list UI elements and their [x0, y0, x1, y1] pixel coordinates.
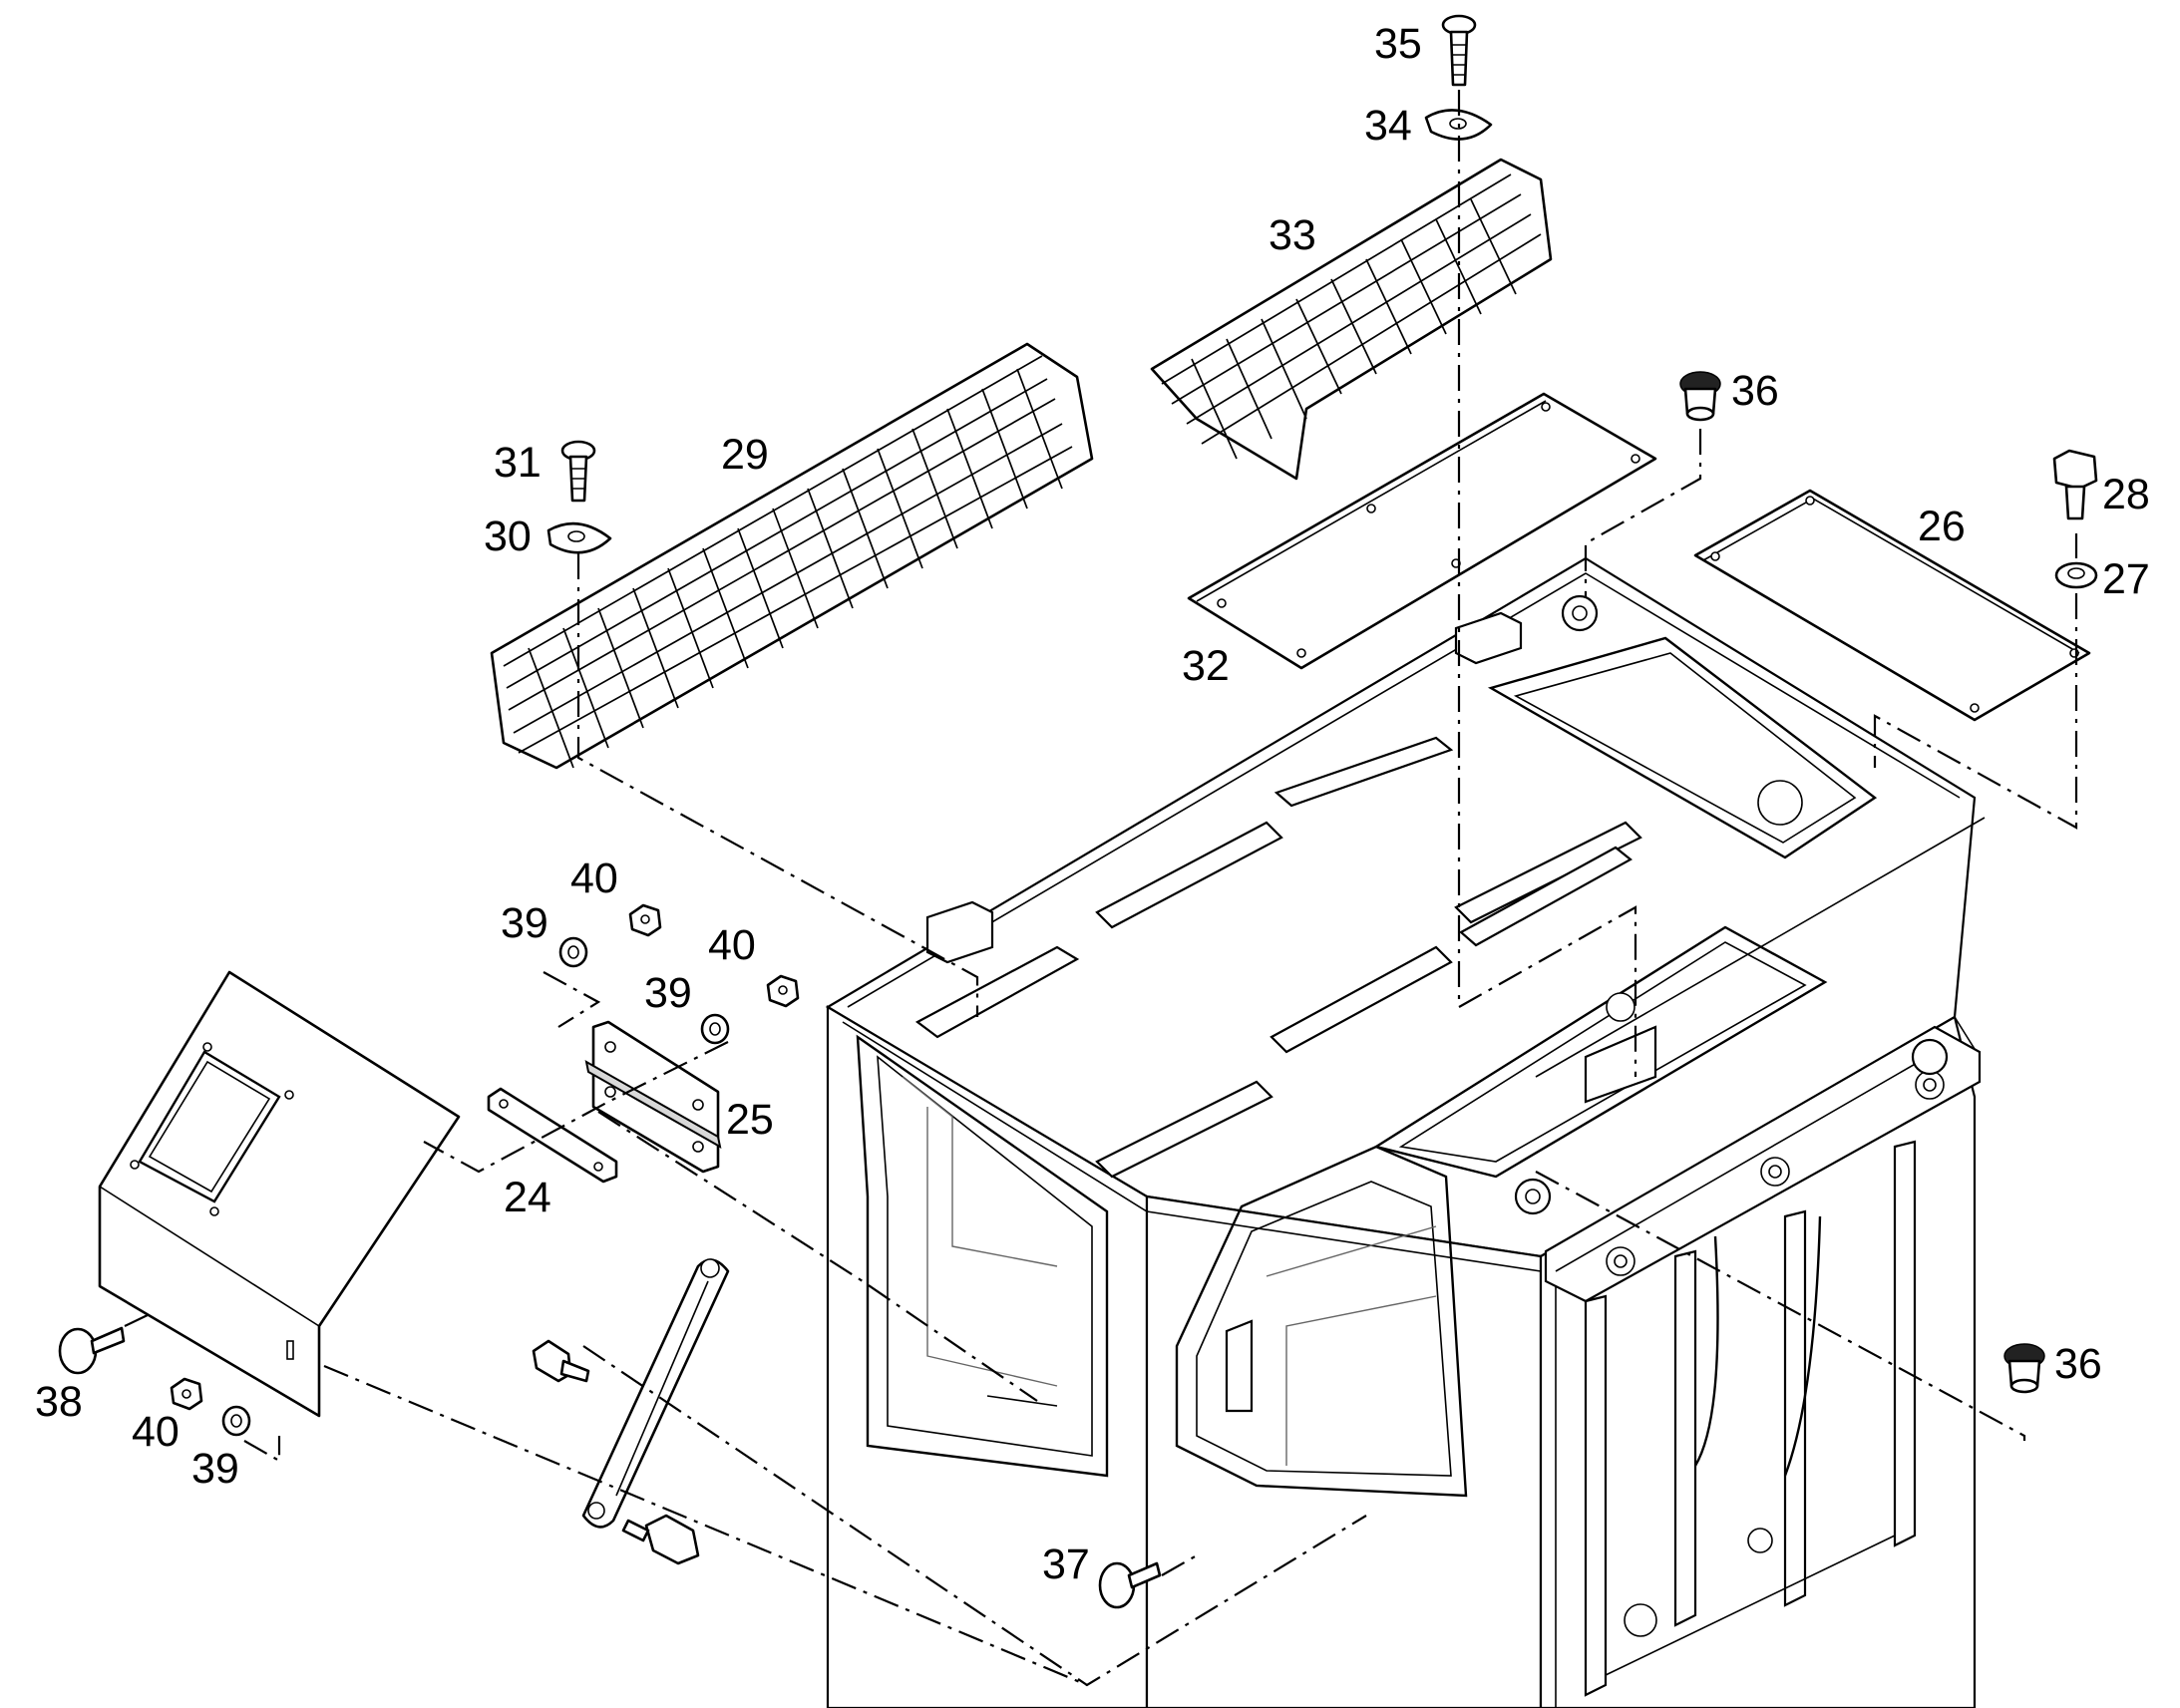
- callout-34: 34: [1364, 102, 1412, 150]
- main-frame-housing: [825, 556, 1986, 1708]
- callout-24: 24: [504, 1174, 551, 1221]
- callout-39-c: 39: [191, 1445, 239, 1493]
- callout-36-lower: 36: [2054, 1340, 2102, 1388]
- bolt-35: [1441, 14, 1477, 87]
- front-bay-opening: [1175, 1145, 1468, 1498]
- washer-39-a: [558, 936, 588, 968]
- nut-40-c: [170, 1377, 203, 1411]
- callout-40-a: 40: [570, 854, 618, 902]
- callout-37: 37: [1042, 1540, 1090, 1588]
- left-face-opening: [856, 1034, 1109, 1478]
- stud-upper: [532, 1339, 590, 1383]
- top-right-openings: [1372, 636, 1878, 1179]
- callout-30: 30: [484, 512, 532, 560]
- callout-40-c: 40: [132, 1408, 180, 1456]
- stud-lower: [621, 1514, 700, 1565]
- bolt-31: [560, 440, 596, 503]
- rivet-38: [58, 1326, 126, 1375]
- assembly-center-lines: [124, 90, 2078, 1687]
- nut-40-b: [766, 974, 800, 1008]
- callout-27: 27: [2102, 555, 2150, 603]
- callout-labels: 24 25 26 27 28 29 30 31 32 33 34 35 36 3…: [35, 20, 2150, 1588]
- callout-35: 35: [1374, 20, 1422, 68]
- callout-28: 28: [2102, 471, 2150, 518]
- callout-40-b: 40: [708, 921, 756, 969]
- plug-36-lower: [2003, 1343, 2045, 1394]
- nut-40-a: [628, 903, 662, 937]
- washer-39-b: [700, 1013, 730, 1045]
- callout-36-upper: 36: [1731, 367, 1779, 415]
- deck-slot-strips: [914, 736, 1642, 1179]
- bolt-28: [2052, 449, 2098, 520]
- rivet-37: [1098, 1561, 1162, 1609]
- callout-32: 32: [1182, 642, 1230, 690]
- side-cover-panel: [98, 970, 461, 1418]
- link-rod: [581, 1258, 730, 1529]
- washer-27: [2054, 561, 2098, 589]
- callout-29: 29: [721, 431, 769, 479]
- callout-25: 25: [726, 1096, 774, 1144]
- plug-36-upper: [1679, 371, 1721, 422]
- callout-39-a: 39: [501, 899, 548, 947]
- tread-plate-29: [490, 342, 1094, 770]
- callout-31: 31: [494, 439, 542, 487]
- cover-plate-26: [1693, 489, 2091, 722]
- washer-39-c: [221, 1405, 251, 1437]
- callout-26: 26: [1918, 503, 1966, 550]
- hinge-25: [584, 1020, 722, 1174]
- strip-24: [487, 1087, 618, 1184]
- callout-38: 38: [35, 1378, 83, 1426]
- callout-33: 33: [1269, 211, 1316, 259]
- tread-plate-33: [1150, 158, 1553, 481]
- washer-30: [546, 521, 612, 554]
- callout-39-b: 39: [644, 969, 692, 1017]
